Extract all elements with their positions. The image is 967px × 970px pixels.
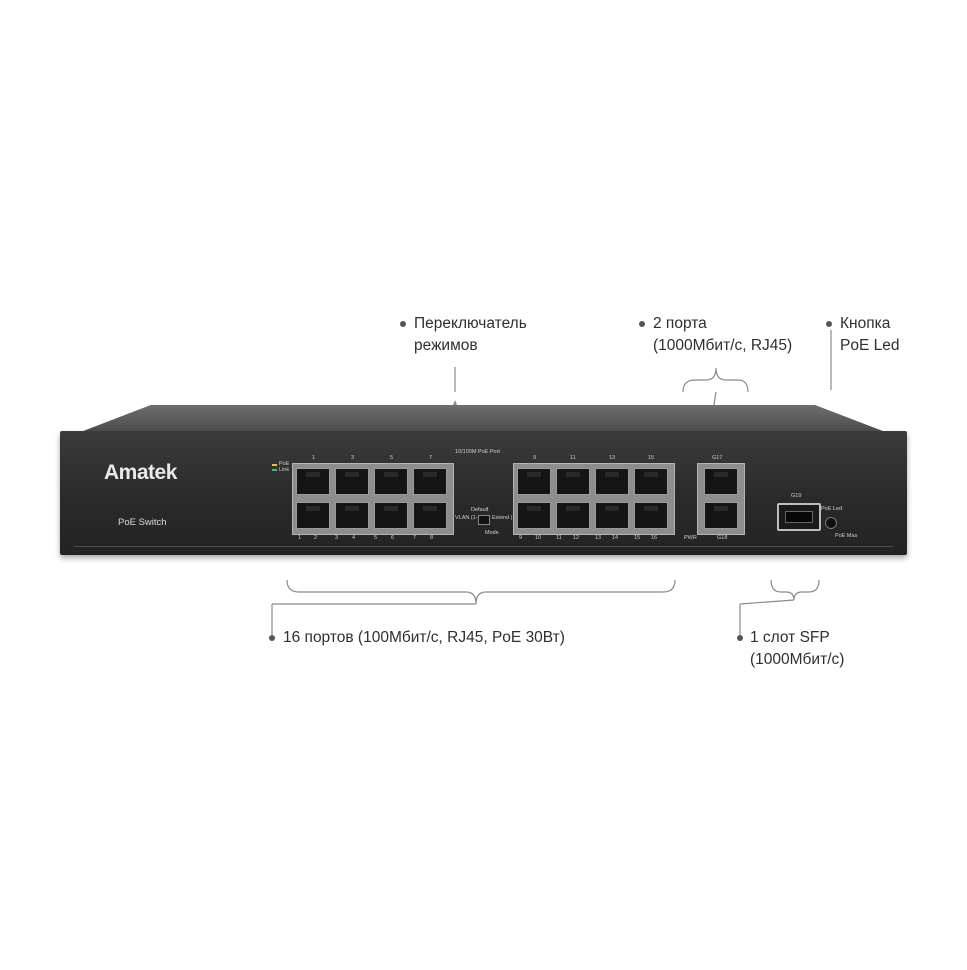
poe-led-label: PoE Led (821, 506, 843, 512)
rj45-port-4[interactable] (335, 502, 369, 529)
led-legend-link: Link (279, 467, 290, 473)
poe-ports-bracket (286, 579, 676, 605)
port-number-bottom: 11 (556, 535, 562, 541)
sfp-callout: 1 слот SFP (1000Мбит/с) (750, 627, 844, 671)
g18-label: G18 (717, 535, 728, 541)
rj45-port-11[interactable] (556, 468, 590, 495)
port-number-bottom: 16 (651, 535, 658, 541)
port-number-bottom: 7 (413, 535, 417, 541)
mode-vlan-label: VLAN (1-16) (455, 515, 486, 521)
port-number-bottom: 8 (430, 535, 434, 541)
led-legend-poe: PoE (279, 461, 290, 467)
callout-line: 1 слот SFP (750, 629, 830, 646)
callout-line: Переключатель (414, 315, 527, 332)
callout-line: Кнопка (840, 315, 891, 332)
port-number: 13 (609, 455, 616, 461)
port-number-bottom: 12 (573, 535, 580, 541)
sfp-leader-h (739, 599, 795, 605)
mode-switch-bullet (400, 321, 406, 327)
uplink-bracket (682, 367, 749, 393)
callout-line: (1000Мбит/с) (750, 651, 845, 668)
callout-line: 2 порта (653, 315, 707, 332)
rj45-port-16[interactable] (634, 502, 668, 529)
port-number-bottom: 10 (535, 535, 542, 541)
g19-label: G19 (791, 493, 802, 499)
port-number-bottom: 3 (335, 535, 339, 541)
rj45-port-8[interactable] (413, 502, 447, 529)
poe-switch-device: Amatek PoE Switch PoE Link 10/100M PoE P… (60, 405, 907, 555)
brand-logo: Amatek (104, 461, 177, 484)
rj45-port-9[interactable] (517, 468, 551, 495)
rj45-port-2[interactable] (296, 502, 330, 529)
port-number: 9 (533, 455, 537, 461)
front-panel-trim (74, 546, 893, 547)
uplink-ports-callout: 2 порта (1000Мбит/с, RJ45) (653, 313, 792, 357)
sfp-slot[interactable] (777, 503, 821, 531)
mode-label: Mode (485, 530, 499, 536)
port-number-bottom: 2 (314, 535, 318, 541)
sfp-bracket (770, 579, 820, 601)
poe-ports-bullet (269, 635, 275, 641)
poe-led-bullet (826, 321, 832, 327)
rj45-port-10[interactable] (517, 502, 551, 529)
rj45-port-15[interactable] (634, 468, 668, 495)
port-number-bottom: 9 (519, 535, 523, 541)
port-header: 10/100M PoE Port (455, 449, 500, 455)
port-number-bottom: 15 (634, 535, 641, 541)
mode-default-label: Default (471, 507, 489, 513)
rj45-port-13[interactable] (595, 468, 629, 495)
mode-extend-label: Extend (1-16) (492, 515, 526, 521)
mode-switch[interactable] (478, 515, 490, 525)
uplink-ports-bullet (639, 321, 645, 327)
rj45-port-6[interactable] (374, 502, 408, 529)
port-number-bottom: 5 (374, 535, 378, 541)
rj45-port-1[interactable] (296, 468, 330, 495)
sfp-bullet (737, 635, 743, 641)
device-top-panel (78, 405, 888, 433)
rj45-port-3[interactable] (335, 468, 369, 495)
callout-line: 16 портов (100Мбит/с, RJ45, PoE 30Вт) (283, 629, 565, 646)
rj45-port-g17[interactable] (704, 468, 738, 495)
link-led-indicator (272, 469, 277, 471)
port-number-bottom: 6 (391, 535, 395, 541)
poe-led-callout: Кнопка PoE Led (840, 313, 899, 357)
port-number-bottom: 4 (352, 535, 356, 541)
port-number: 11 (570, 455, 576, 461)
port-number-bottom: 13 (595, 535, 602, 541)
device-front-panel: Amatek PoE Switch PoE Link 10/100M PoE P… (60, 431, 907, 555)
rj45-port-14[interactable] (595, 502, 629, 529)
poe-max-label: PoE Max (835, 533, 858, 539)
rj45-port-g18[interactable] (704, 502, 738, 529)
pwr-label: PWR (684, 535, 697, 541)
port-number: 15 (648, 455, 655, 461)
mode-switch-callout: Переключатель режимов (414, 313, 527, 357)
callout-line: PoE Led (840, 337, 900, 354)
port-number-bottom: 1 (298, 535, 302, 541)
port-number: 3 (351, 455, 355, 461)
poe-ports-block-right (513, 463, 675, 535)
poe-ports-block-left (292, 463, 454, 535)
port-number: 5 (390, 455, 394, 461)
poe-led-indicator (272, 464, 277, 466)
poe-led-button[interactable] (825, 517, 837, 529)
rj45-port-12[interactable] (556, 502, 590, 529)
callout-line: (1000Мбит/с, RJ45) (653, 337, 793, 354)
callout-line: режимов (414, 337, 478, 354)
poe-ports-callout: 16 портов (100Мбит/с, RJ45, PoE 30Вт) (283, 627, 565, 649)
port-number: 7 (429, 455, 433, 461)
rj45-port-7[interactable] (413, 468, 447, 495)
rj45-port-5[interactable] (374, 468, 408, 495)
model-label: PoE Switch (118, 517, 167, 528)
uplink-ports-block (697, 463, 745, 535)
port-number: 1 (312, 455, 316, 461)
g17-label: G17 (712, 455, 723, 461)
port-number-bottom: 14 (612, 535, 619, 541)
